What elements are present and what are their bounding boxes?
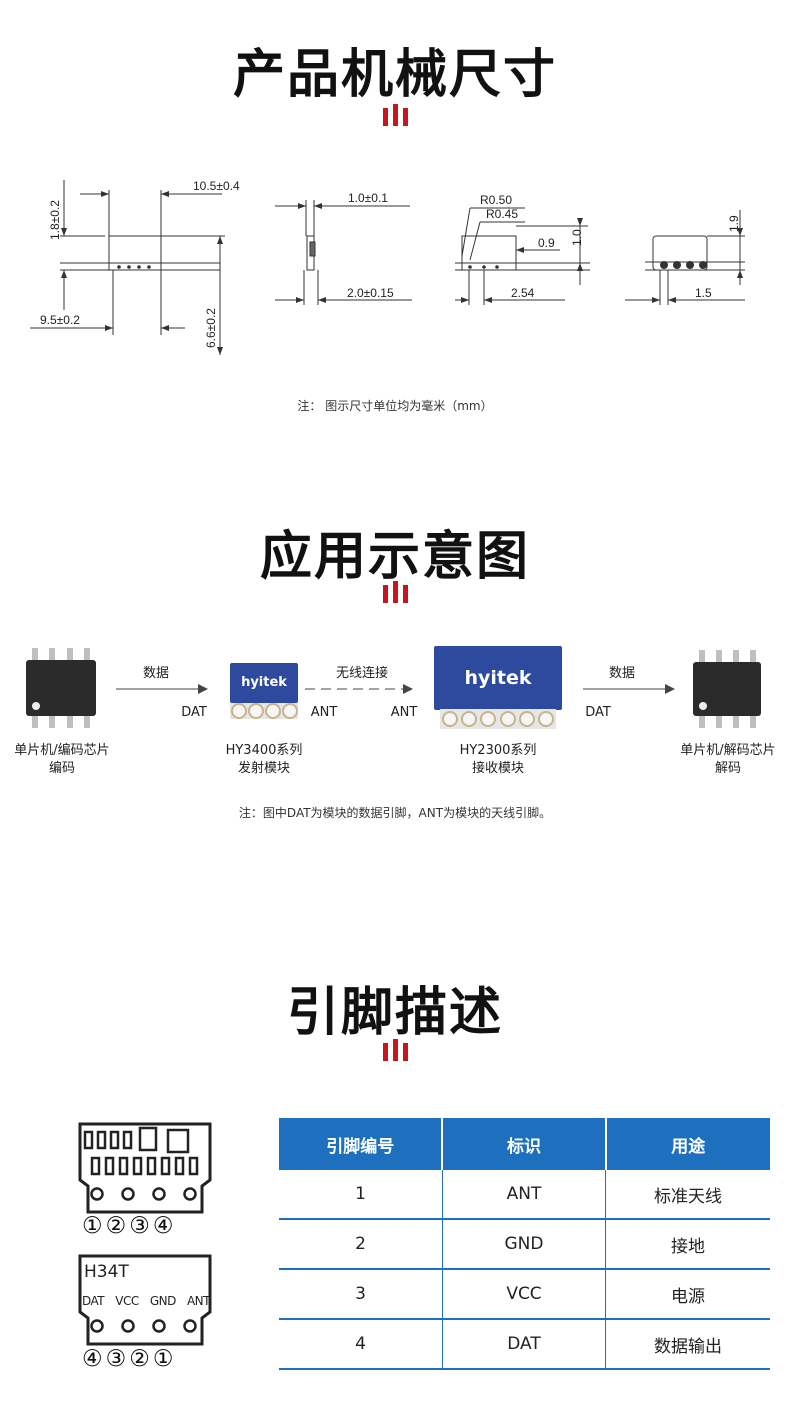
pin-number-cell: 4 xyxy=(279,1319,443,1370)
pin-label-4: ANT xyxy=(186,1294,211,1308)
mcu-chip-left xyxy=(26,648,96,728)
pin-id-cell: VCC xyxy=(442,1269,607,1320)
tx-module: hyitek xyxy=(230,663,298,703)
section-title-pins: 引脚描述 xyxy=(286,983,503,1043)
application-note: 注：图中DAT为模块的数据引脚，ANT为模块的天线引脚。 xyxy=(238,806,552,820)
header-pin-number: 引脚编号 xyxy=(279,1118,444,1170)
dim-label-10: 1.0 xyxy=(570,229,584,246)
pin-label-3: GND xyxy=(149,1294,177,1308)
tx-label: HY3400系列 xyxy=(225,743,303,758)
pin-usage-cell: 接地 xyxy=(605,1219,770,1270)
tx-module-pins xyxy=(230,703,298,719)
tx-sublabel: 发射模块 xyxy=(237,761,290,776)
pin-label-1: DAT xyxy=(82,1294,105,1308)
header-identifier: 标识 xyxy=(442,1118,607,1170)
mcu-left-label: 单片机/编码芯片 xyxy=(14,743,110,758)
dim-label-3: 9.5±0.2 xyxy=(40,313,80,327)
dimension-drawings: 10.5±0.4 1.8±0.2 9.5±0.2 6.6±0.2 1.0±0.1… xyxy=(30,179,745,355)
pin-usage-cell: 电源 xyxy=(605,1269,770,1320)
arrow1 xyxy=(116,684,208,694)
pin-table: 引脚编号 标识 用途 1 ANT 标准天线 2 GND 接地 3 VCC 电源 … xyxy=(279,1118,770,1370)
pin-number-cell: 1 xyxy=(279,1170,443,1220)
dim-label-2: 1.8±0.2 xyxy=(48,200,62,240)
pin-usage-cell: 标准天线 xyxy=(605,1170,770,1220)
header-usage: 用途 xyxy=(605,1118,770,1170)
arrow3-label: 数据 xyxy=(608,666,635,681)
arrow3 xyxy=(583,684,675,694)
title-marker-3 xyxy=(383,1039,409,1061)
tx-brand: hyitek xyxy=(241,675,287,690)
mcu-right-sublabel: 解码 xyxy=(714,761,741,776)
rx-brand: hyitek xyxy=(464,667,532,689)
pin-id-cell: GND xyxy=(442,1219,607,1270)
rx-label: HY2300系列 xyxy=(459,743,537,758)
title-marker-1 xyxy=(383,104,409,126)
arrow1-label: 数据 xyxy=(142,666,169,681)
pin-labels: DAT VCC GND ANT xyxy=(82,1294,210,1308)
dimensions-note: 注： 图示尺寸单位均为毫米（mm） xyxy=(297,399,493,413)
dim-label-5: 1.0±0.1 xyxy=(348,191,388,205)
pin-label-2: VCC xyxy=(115,1294,139,1308)
pin-id-cell: ANT xyxy=(442,1170,607,1220)
pin-id-cell: DAT xyxy=(442,1319,607,1370)
module-name: H34T xyxy=(84,1262,129,1282)
pinout-top-drawing xyxy=(78,1122,212,1214)
dat-right-label: DAT xyxy=(585,705,611,720)
pin-table-header: 引脚编号 标识 用途 xyxy=(279,1118,770,1170)
dim-label-8: R0.45 xyxy=(486,207,518,221)
dat-left-label: DAT xyxy=(181,705,207,720)
mcu-chip-right xyxy=(693,650,761,728)
table-row: 4 DAT 数据输出 xyxy=(279,1319,770,1370)
dim-label-7: R0.50 xyxy=(480,193,512,207)
dim-label-11: 2.54 xyxy=(511,286,535,300)
pin-number-cell: 2 xyxy=(279,1219,443,1270)
rx-module: hyitek xyxy=(434,646,562,710)
dim-label-4: 6.6±0.2 xyxy=(204,308,218,348)
table-row: 1 ANT 标准天线 xyxy=(279,1170,770,1220)
dim-label-9: 0.9 xyxy=(538,236,555,250)
pinout-bottom-drawing xyxy=(78,1254,212,1346)
ant-right-label: ANT xyxy=(390,705,418,720)
bottom-pin-numbers: ④③②① xyxy=(82,1346,177,1372)
pin-usage-cell: 数据输出 xyxy=(605,1319,770,1370)
table-row: 3 VCC 电源 xyxy=(279,1269,770,1320)
dim-label-6: 2.0±0.15 xyxy=(347,286,394,300)
title-marker-2 xyxy=(383,581,409,603)
mcu-left-sublabel: 编码 xyxy=(48,761,75,776)
table-row: 2 GND 接地 xyxy=(279,1219,770,1270)
rx-module-pins xyxy=(440,709,556,729)
mcu-right-label: 单片机/解码芯片 xyxy=(680,743,776,758)
arrow2-label: 无线连接 xyxy=(335,666,388,681)
wireless-arrow xyxy=(305,684,413,694)
rx-sublabel: 接收模块 xyxy=(471,761,524,776)
dim-label-12: 1.9 xyxy=(727,215,741,232)
dim-label-13: 1.5 xyxy=(695,286,712,300)
ant-left-label: ANT xyxy=(310,705,338,720)
section-title-application: 应用示意图 xyxy=(259,527,530,587)
top-pin-numbers: ①②③④ xyxy=(82,1213,177,1239)
pin-number-cell: 3 xyxy=(279,1269,443,1320)
dim-label-1: 10.5±0.4 xyxy=(193,179,240,193)
section-title-dimensions: 产品机械尺寸 xyxy=(232,45,557,105)
